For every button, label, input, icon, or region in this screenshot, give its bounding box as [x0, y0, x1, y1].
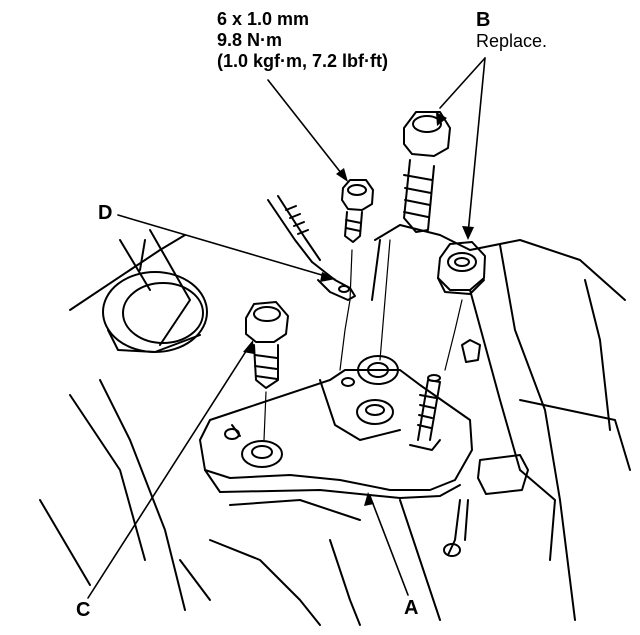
callout-c-label: C: [76, 599, 91, 621]
spec-torque-label: 9.8 N·m: [217, 30, 283, 50]
bolt-c: [245, 301, 289, 389]
nut-b: [437, 241, 486, 295]
callout-b-label: B: [476, 9, 491, 31]
spec-torque-alt-label: (1.0 kgf·m, 7.2 lbf·ft): [217, 51, 389, 71]
spec-size-label: 6 x 1.0 mm: [217, 9, 310, 29]
hose-clamp: [443, 339, 529, 557]
callout-d-label: D: [98, 202, 113, 224]
callout-a-label: A: [404, 597, 419, 619]
bolt-b: [403, 111, 451, 233]
arrowheads: [243, 112, 474, 506]
callout-b-note: Replace.: [476, 31, 548, 51]
hose-cap: [102, 239, 208, 353]
ground-cable: [267, 195, 356, 301]
engine-housing: [39, 224, 631, 626]
mount-bracket: [199, 355, 473, 499]
leader-lines: [87, 57, 486, 599]
ground-bolt: [341, 179, 374, 243]
mount-stud: [409, 374, 441, 451]
alignment-lines: [263, 239, 463, 441]
